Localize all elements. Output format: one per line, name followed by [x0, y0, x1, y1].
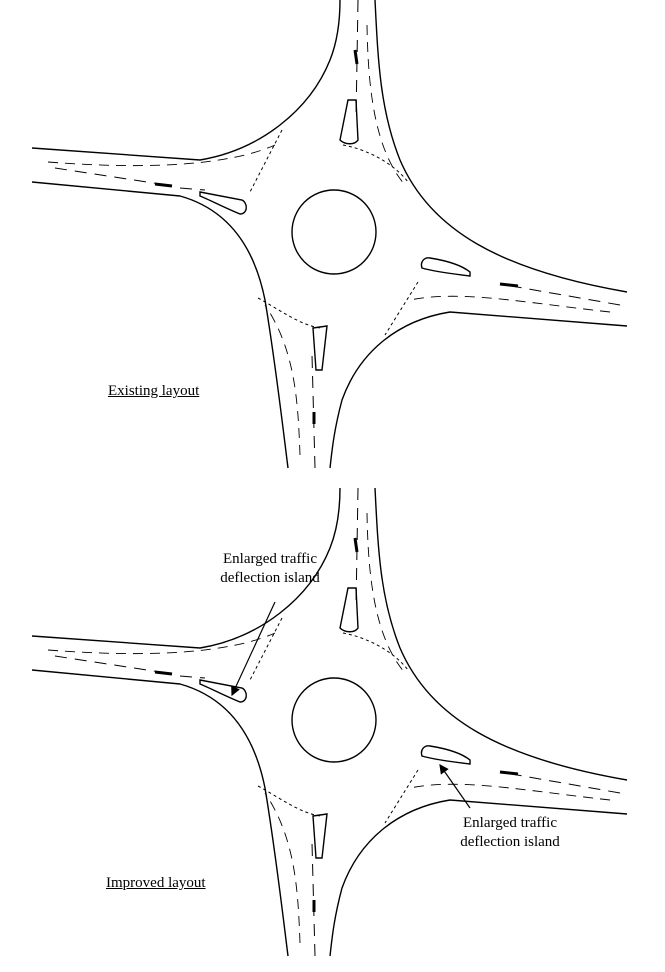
existing-layout-label: Existing layout — [108, 383, 200, 399]
callout-right-line1: Enlarged traffic — [463, 815, 557, 831]
callout-right: Enlarged traffic deflection island — [440, 814, 580, 852]
callout-left: Enlarged traffic deflection island — [200, 550, 340, 588]
improved-layout-label: Improved layout — [106, 875, 206, 891]
callout-left-line2: deflection island — [220, 570, 320, 586]
callout-left-line1: Enlarged traffic — [223, 551, 317, 567]
callout-arrow-left — [231, 601, 276, 697]
callout-right-line2: deflection island — [460, 834, 560, 850]
callout-arrow-right — [439, 764, 471, 809]
